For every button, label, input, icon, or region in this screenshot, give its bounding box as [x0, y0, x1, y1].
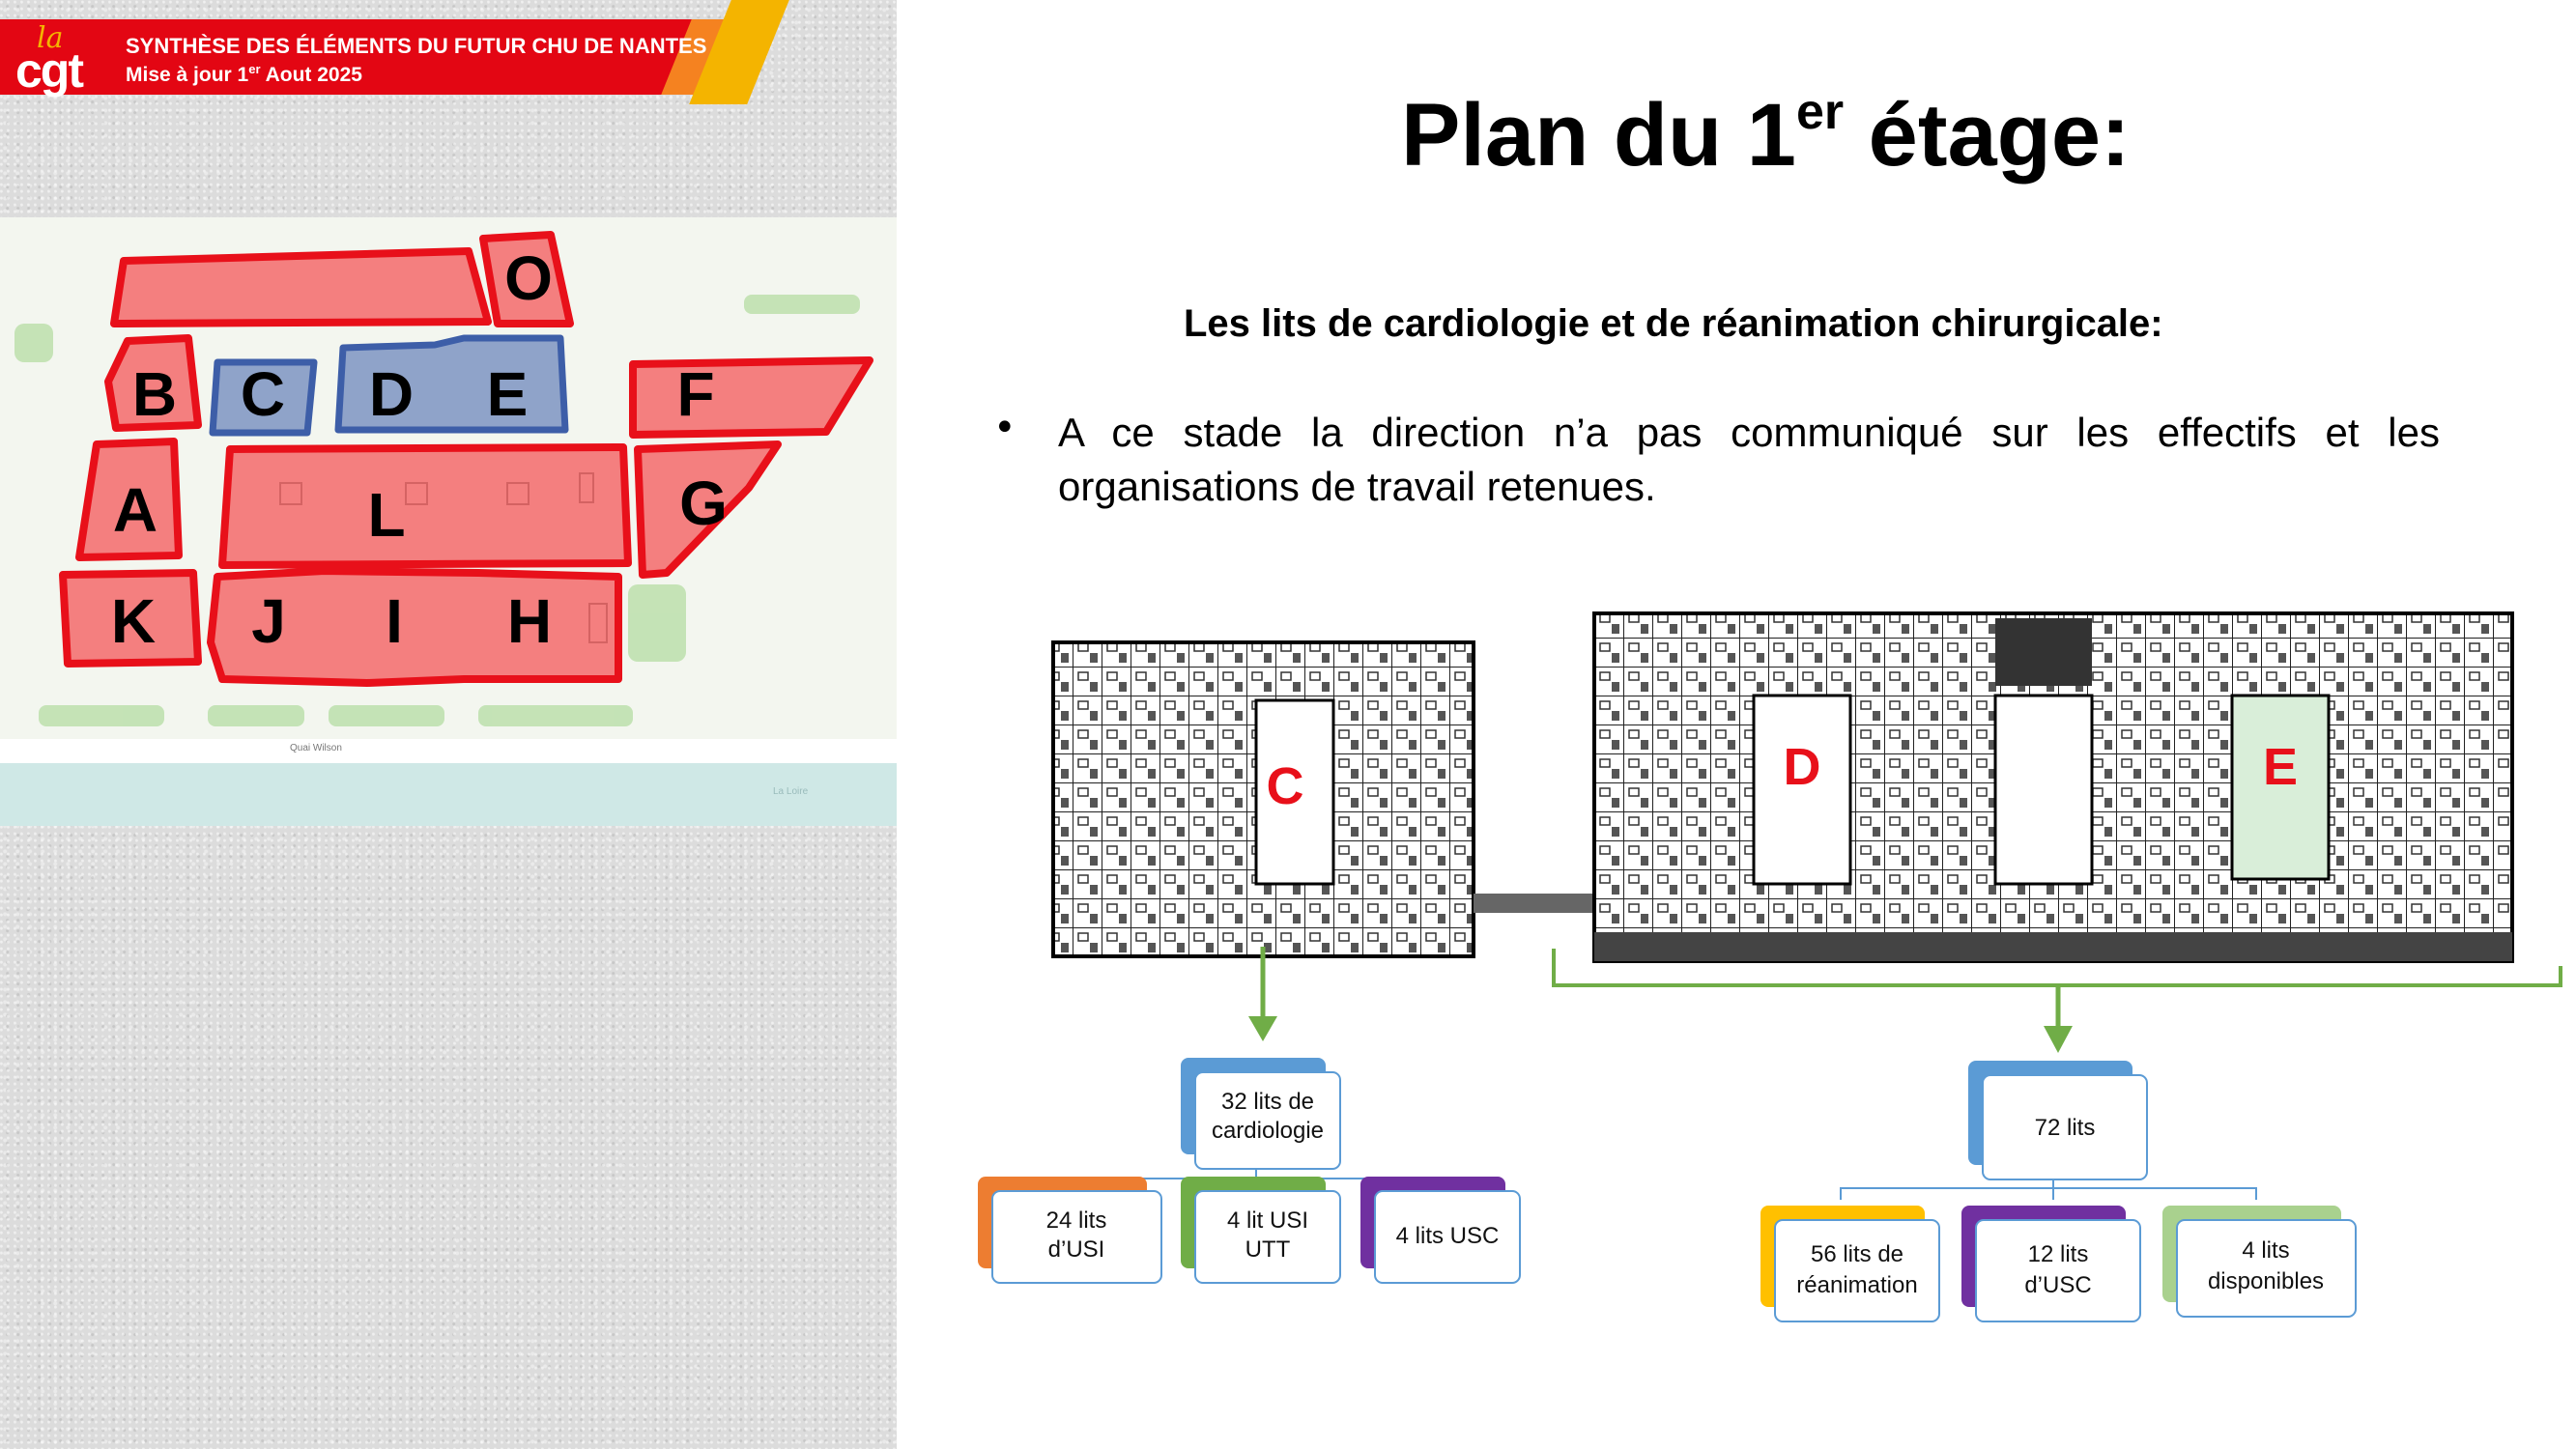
header-banner — [0, 19, 734, 95]
building-label-a: A — [113, 475, 157, 545]
bracket-rea — [1552, 949, 2562, 987]
building-label-b: B — [132, 359, 177, 429]
org-chart: 32 lits de cardiologie 24 lits d’USI 4 l… — [978, 947, 2562, 1322]
building-label-c: C — [241, 359, 285, 429]
plan-label-e: E — [2263, 738, 2298, 796]
building-label-k: K — [111, 586, 156, 656]
page-title: Plan du 1er étage: — [1401, 84, 2131, 185]
plan-label-d: D — [1784, 738, 1821, 796]
cardio-root-line2: cardiologie — [1212, 1118, 1324, 1144]
rea-child3-box — [2176, 1219, 2357, 1318]
rea-child1-line1: 56 lits de — [1811, 1241, 1903, 1267]
building-label-d: D — [369, 359, 414, 429]
rea-child3-line1: 4 lits — [2242, 1237, 2289, 1264]
cgt-logo: la cgt — [15, 21, 102, 98]
site-map: Quai Wilson La Loire — [0, 217, 897, 826]
building-label-g: G — [679, 469, 728, 538]
rea-child2-line1: 12 lits — [2028, 1241, 2089, 1267]
building-label-e: E — [487, 359, 529, 429]
cardio-child2-box — [1194, 1190, 1341, 1284]
section-subtitle: Les lits de cardiologie et de réanimatio… — [1184, 302, 2163, 345]
bullet-symbol: • — [993, 406, 1016, 450]
building-label-h: H — [507, 586, 552, 656]
cardio-child2-line1: 4 lit USI — [1227, 1208, 1308, 1234]
river — [0, 763, 897, 826]
logo-la: la — [37, 21, 64, 55]
rea-child2-line2: d’USC — [2024, 1272, 2091, 1298]
building-label-f: F — [676, 359, 714, 429]
bullet-text: A ce stade la direction n’a pas communiq… — [1058, 410, 2440, 509]
cardio-child1-line1: 24 lits — [1046, 1208, 1107, 1234]
header-subtitle: Mise à jour 1er Aout 2025 — [126, 62, 362, 86]
cardio-child3-box — [1374, 1190, 1521, 1284]
rea-child3-line2: disponibles — [2208, 1268, 2324, 1294]
building-label-o: O — [504, 243, 553, 313]
cardio-child3-line1: 4 lits USC — [1396, 1223, 1500, 1249]
rea-tree: 72 lits 56 lits de réanimation 12 lits d… — [1760, 1061, 2357, 1322]
cardio-child2-line2: UTT — [1245, 1236, 1291, 1263]
rea-child1-box — [1774, 1219, 1940, 1322]
cardio-root-box — [1194, 1071, 1341, 1170]
building-label-j: J — [251, 586, 286, 656]
cardio-tree: 32 lits de cardiologie 24 lits d’USI 4 l… — [978, 1058, 1521, 1284]
rea-child1-line2: réanimation — [1796, 1272, 1917, 1298]
header-title: SYNTHÈSE DES ÉLÉMENTS DU FUTUR CHU DE NA… — [126, 34, 707, 58]
river-label: La Loire — [773, 786, 809, 797]
arrow-rea — [2044, 1026, 2073, 1053]
left-panel: la cgt SYNTHÈSE DES ÉLÉMENTS DU FUTUR CH… — [0, 0, 897, 1449]
cardio-child1-box — [991, 1190, 1162, 1284]
building-label-l: L — [367, 480, 405, 550]
rea-root-box — [1982, 1074, 2148, 1180]
rea-root-line1: 72 lits — [2035, 1115, 2096, 1141]
cardio-root-line1: 32 lits de — [1221, 1089, 1314, 1115]
rea-child2-box — [1975, 1219, 2141, 1322]
building-label-i: I — [386, 586, 403, 656]
arrow-cardio — [1248, 1016, 1277, 1041]
logo-cgt: cgt — [15, 43, 84, 98]
cardio-child1-line2: d’USI — [1048, 1236, 1105, 1263]
plan-label-c: C — [1267, 757, 1304, 815]
floor-plan: C D E — [1051, 611, 2514, 963]
street-label: Quai Wilson — [290, 743, 342, 753]
